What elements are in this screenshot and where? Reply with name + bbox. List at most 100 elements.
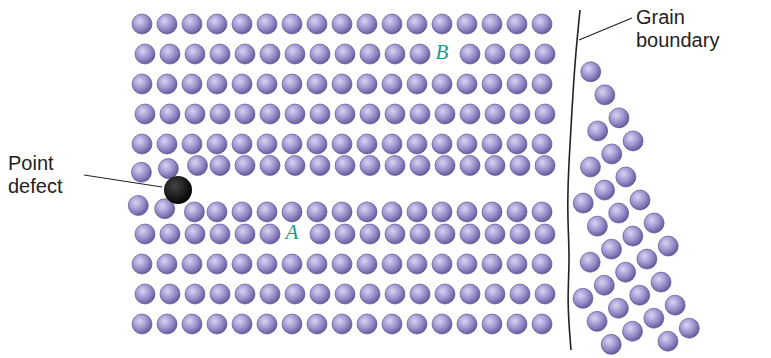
atom: [257, 14, 277, 34]
atom: [307, 134, 327, 154]
atom: [382, 202, 402, 222]
atom: [307, 14, 327, 34]
atom: [432, 314, 452, 334]
atom: [385, 44, 405, 64]
atom: [335, 224, 355, 244]
atom: [410, 44, 430, 64]
atom: [482, 14, 502, 34]
atom: [460, 224, 480, 244]
atom: [235, 44, 255, 64]
atom: [510, 44, 530, 64]
atom: [360, 284, 380, 304]
atom: [535, 155, 555, 175]
atom: [360, 104, 380, 124]
atom: [460, 155, 480, 175]
atom: [679, 318, 699, 338]
atom: [460, 284, 480, 304]
atom: [260, 224, 280, 244]
atom: [588, 121, 608, 141]
atom: [132, 134, 152, 154]
atom: [485, 104, 505, 124]
atom: [257, 254, 277, 274]
atom: [157, 254, 177, 274]
atom: [385, 104, 405, 124]
atom: [235, 284, 255, 304]
atom: [532, 314, 552, 334]
atom: [135, 224, 155, 244]
atom: [160, 284, 180, 304]
atom: [132, 14, 152, 34]
atom: [580, 252, 600, 272]
atom: [185, 284, 205, 304]
atom: [532, 14, 552, 34]
atom: [132, 74, 152, 94]
atom: [335, 155, 355, 175]
atom: [131, 162, 151, 182]
atom: [257, 134, 277, 154]
atom: [410, 104, 430, 124]
atom: [357, 134, 377, 154]
atom: [482, 202, 502, 222]
atom: [630, 190, 650, 210]
atom: [407, 254, 427, 274]
atom: [310, 44, 330, 64]
atom: [616, 167, 636, 187]
atom: [510, 155, 530, 175]
atom: [357, 314, 377, 334]
atom: [260, 44, 280, 64]
atom: [232, 134, 252, 154]
atom: [232, 254, 252, 274]
atom: [128, 195, 148, 215]
atom: [285, 104, 305, 124]
atom: [207, 134, 227, 154]
atom: [187, 155, 207, 175]
atom: [432, 14, 452, 34]
atom: [207, 314, 227, 334]
atom: [432, 202, 452, 222]
atom: [235, 155, 255, 175]
atom: [235, 104, 255, 124]
atom: [332, 314, 352, 334]
atom: [282, 202, 302, 222]
atom: [532, 202, 552, 222]
atom: [132, 314, 152, 334]
atom: [644, 213, 664, 233]
atom: [609, 108, 629, 128]
atom: [485, 44, 505, 64]
atom: [385, 224, 405, 244]
atom: [482, 314, 502, 334]
atom: [335, 104, 355, 124]
atom: [310, 155, 330, 175]
atom: [587, 311, 607, 331]
atom: [357, 74, 377, 94]
atom: [482, 134, 502, 154]
atom: [307, 74, 327, 94]
atom: [616, 262, 636, 282]
atom: [482, 254, 502, 274]
atom: [207, 14, 227, 34]
atom: [507, 134, 527, 154]
atom: [360, 155, 380, 175]
atom: [157, 314, 177, 334]
atom: [623, 226, 643, 246]
atom: [357, 202, 377, 222]
atom: [210, 104, 230, 124]
atom: [432, 254, 452, 274]
atom: [185, 104, 205, 124]
atom: [382, 74, 402, 94]
atom: [457, 254, 477, 274]
atom: [651, 272, 671, 292]
atom: [510, 224, 530, 244]
atom: [232, 74, 252, 94]
atom: [160, 44, 180, 64]
atom: [532, 254, 552, 274]
atom: [507, 74, 527, 94]
atom: [160, 104, 180, 124]
atom: [332, 254, 352, 274]
atom: [485, 224, 505, 244]
atom: [382, 254, 402, 274]
atom: [460, 44, 480, 64]
atom: [482, 74, 502, 94]
atom: [232, 202, 252, 222]
